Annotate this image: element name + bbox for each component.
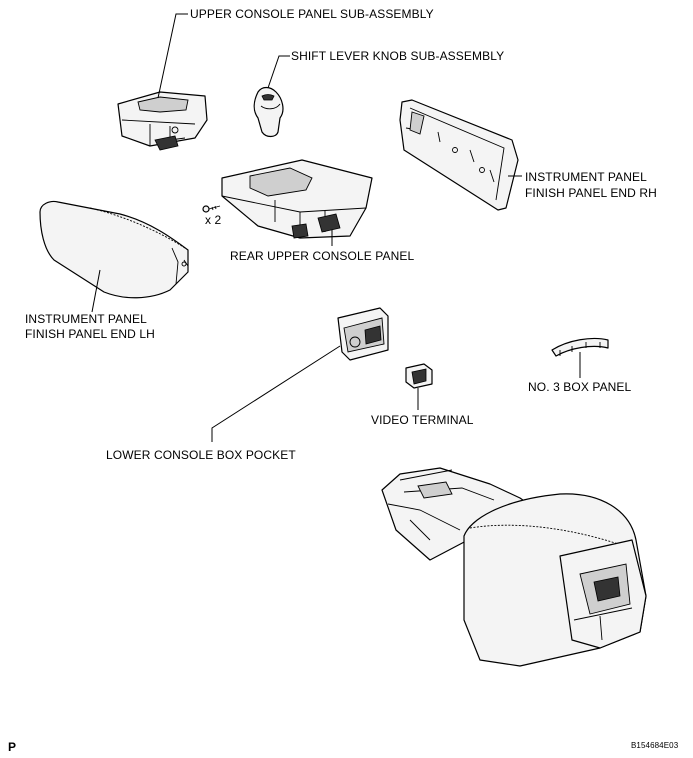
figure-code: B154684E03: [631, 741, 679, 750]
label-ip-end-rh-line1: INSTRUMENT PANEL: [525, 170, 647, 184]
shift-lever-knob-part: [253, 86, 284, 138]
corner-mark: P: [8, 740, 17, 754]
console-box-assembly-part: [381, 467, 647, 667]
leader-lower-console-pocket: [211, 345, 341, 442]
label-lower-console-pocket: LOWER CONSOLE BOX POCKET: [106, 448, 296, 462]
leader-upper-console-panel: [157, 13, 188, 99]
label-no3-box-panel: NO. 3 BOX PANEL: [528, 380, 632, 394]
ip-finish-panel-end-rh-part: [399, 99, 519, 211]
label-shift-lever-knob: SHIFT LEVER KNOB SUB-ASSEMBLY: [291, 49, 505, 63]
label-screw-qty: x 2: [205, 213, 222, 227]
lower-console-box-pocket-part: [337, 307, 389, 361]
label-ip-end-lh-line2: FINISH PANEL END LH: [25, 327, 155, 341]
label-rear-upper-console: REAR UPPER CONSOLE PANEL: [230, 249, 415, 263]
upper-console-panel-part: [117, 91, 208, 151]
screw-part: [202, 205, 221, 213]
rear-upper-console-panel-part: [221, 159, 373, 239]
label-ip-end-rh-line2: FINISH PANEL END RH: [525, 186, 657, 200]
label-video-terminal: VIDEO TERMINAL: [371, 413, 474, 427]
leader-ip-end-lh: [91, 269, 101, 313]
ip-finish-panel-end-lh-part: [39, 200, 189, 299]
video-terminal-part: [405, 363, 433, 389]
label-ip-end-lh-line1: INSTRUMENT PANEL: [25, 312, 147, 326]
leader-shift-lever-knob: [267, 55, 290, 89]
no3-box-panel-part: [551, 337, 609, 357]
label-upper-console-panel: UPPER CONSOLE PANEL SUB-ASSEMBLY: [190, 7, 434, 21]
